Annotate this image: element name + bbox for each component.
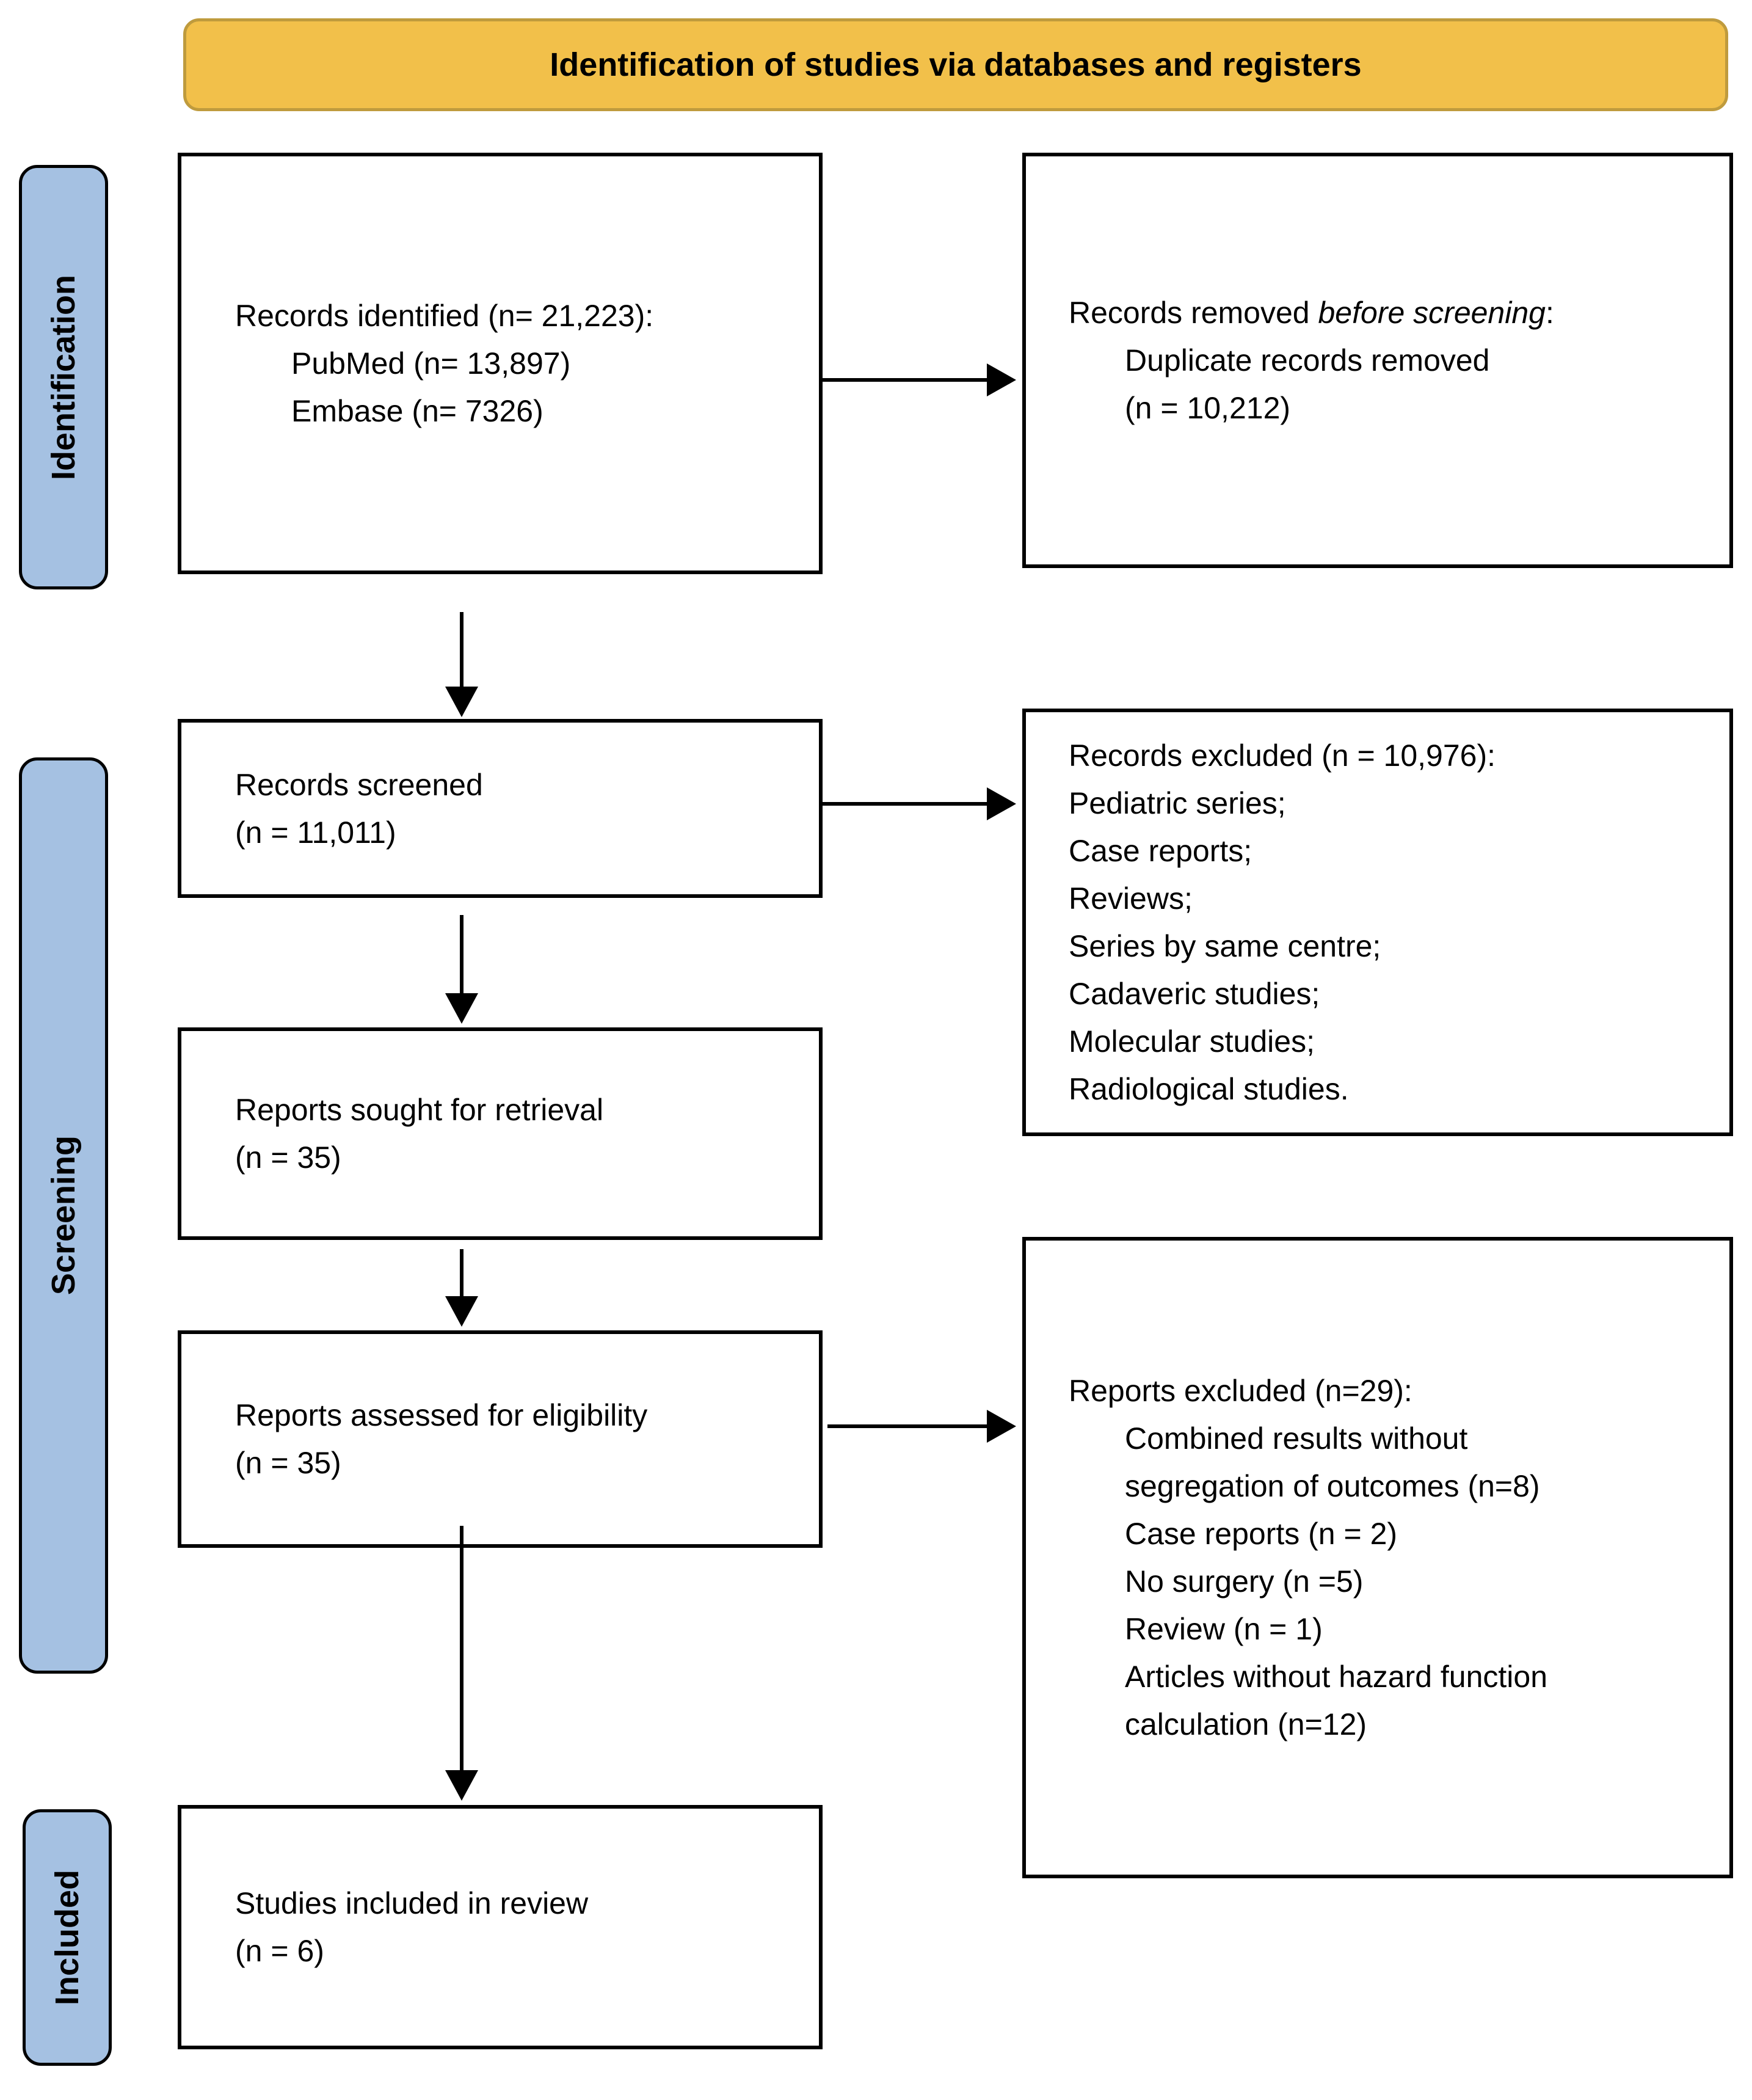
text-line: Embase (n= 7326): [291, 394, 543, 428]
arrow-identified-to-removed-head-icon: [987, 363, 1016, 396]
stage-bar-included: Included: [23, 1809, 112, 2066]
text-line: No surgery (n =5): [1125, 1564, 1364, 1599]
arrow-sought-to-assessed-head-icon: [445, 1296, 478, 1327]
box-records-excluded: Records excluded (n = 10,976): Pediatric …: [1022, 709, 1733, 1136]
box-studies-included: Studies included in review (n = 6): [178, 1805, 823, 2049]
box-reports-sought: Reports sought for retrieval (n = 35): [178, 1027, 823, 1240]
text-line: Records screened: [235, 767, 483, 802]
text-line: Duplicate records removed: [1125, 343, 1490, 377]
text-line: Pediatric series;: [1069, 786, 1286, 820]
stage-bar-identification: Identification: [19, 165, 108, 589]
arrow-screened-to-sought-head-icon: [445, 993, 478, 1024]
box-reports-assessed: Reports assessed for eligibility (n = 35): [178, 1330, 823, 1548]
text-line: (n = 6): [235, 1934, 324, 1968]
box-reports-excluded: Reports excluded (n=29): Combined results…: [1022, 1237, 1733, 1878]
arrow-screened-to-excluded-line: [823, 802, 989, 806]
text-line: (n = 35): [235, 1446, 341, 1480]
text-line: Cadaveric studies;: [1069, 977, 1320, 1011]
box-reports-excluded-text: Reports excluded (n=29): Combined results…: [1069, 1367, 1711, 1748]
box-records-removed-text: Records removed before screening: Duplic…: [1069, 289, 1711, 432]
records-removed-title-italic: before screening: [1318, 296, 1546, 330]
stage-bar-screening: Screening: [19, 757, 108, 1674]
records-removed-title-prefix: Records removed: [1069, 296, 1318, 330]
arrow-sought-to-assessed-line: [460, 1249, 463, 1299]
arrow-identified-to-screened-line: [460, 612, 463, 689]
box-reports-assessed-text: Reports assessed for eligibility (n = 35): [235, 1391, 801, 1487]
text-line: Reports excluded (n=29):: [1069, 1374, 1412, 1408]
diagram-title: Identification of studies via databases …: [550, 46, 1362, 83]
text-line: Radiological studies.: [1069, 1072, 1349, 1106]
box-records-identified: Records identified (n= 21,223): PubMed (n…: [178, 153, 823, 574]
arrow-assessed-to-excluded-head-icon: [987, 1410, 1016, 1443]
stage-label-identification: Identification: [45, 274, 82, 480]
text-line: Reports sought for retrieval: [235, 1093, 604, 1127]
text-line: (n = 10,212): [1125, 391, 1291, 425]
text-line: calculation (n=12): [1125, 1707, 1367, 1741]
text-line: Case reports;: [1069, 834, 1252, 868]
text-line: Records identified (n= 21,223):: [235, 299, 654, 333]
text-line: Records excluded (n = 10,976):: [1069, 738, 1496, 773]
text-line: PubMed (n= 13,897): [291, 346, 571, 381]
text-line: (n = 35): [235, 1140, 341, 1175]
text-line: Combined results without: [1125, 1421, 1468, 1456]
text-line: Case reports (n = 2): [1125, 1517, 1398, 1551]
arrow-assessed-to-included-line: [460, 1526, 463, 1773]
stage-label-included: Included: [49, 1869, 85, 2005]
arrow-identified-to-removed-line: [823, 378, 989, 382]
stage-label-screening: Screening: [45, 1136, 82, 1296]
arrow-identified-to-screened-head-icon: [445, 687, 478, 717]
text-line: Reviews;: [1069, 881, 1193, 916]
text-line: segregation of outcomes (n=8): [1125, 1469, 1540, 1503]
box-records-excluded-text: Records excluded (n = 10,976): Pediatric …: [1069, 732, 1711, 1113]
text-line: Articles without hazard function: [1125, 1660, 1548, 1694]
title-banner: Identification of studies via databases …: [183, 18, 1728, 111]
text-line: Review (n = 1): [1125, 1612, 1323, 1646]
text-line: Studies included in review: [235, 1886, 589, 1920]
box-records-identified-text: Records identified (n= 21,223): PubMed (n…: [235, 292, 801, 435]
box-records-screened-text: Records screened (n = 11,011): [235, 761, 801, 856]
arrow-assessed-to-included-head-icon: [445, 1770, 478, 1801]
arrow-screened-to-excluded-head-icon: [987, 787, 1016, 820]
records-removed-title-suffix: :: [1545, 296, 1554, 330]
arrow-assessed-to-excluded-line: [827, 1424, 989, 1428]
box-reports-sought-text: Reports sought for retrieval (n = 35): [235, 1086, 801, 1181]
text-line: (n = 11,011): [235, 815, 396, 850]
box-records-removed: Records removed before screening: Duplic…: [1022, 153, 1733, 568]
box-studies-included-text: Studies included in review (n = 6): [235, 1879, 801, 1975]
box-records-screened: Records screened (n = 11,011): [178, 719, 823, 898]
arrow-screened-to-sought-line: [460, 915, 463, 996]
text-line: Molecular studies;: [1069, 1024, 1315, 1059]
box-records-removed-title: Records removed before screening:: [1069, 289, 1711, 337]
text-line: Reports assessed for eligibility: [235, 1398, 648, 1432]
text-line: Series by same centre;: [1069, 929, 1381, 963]
